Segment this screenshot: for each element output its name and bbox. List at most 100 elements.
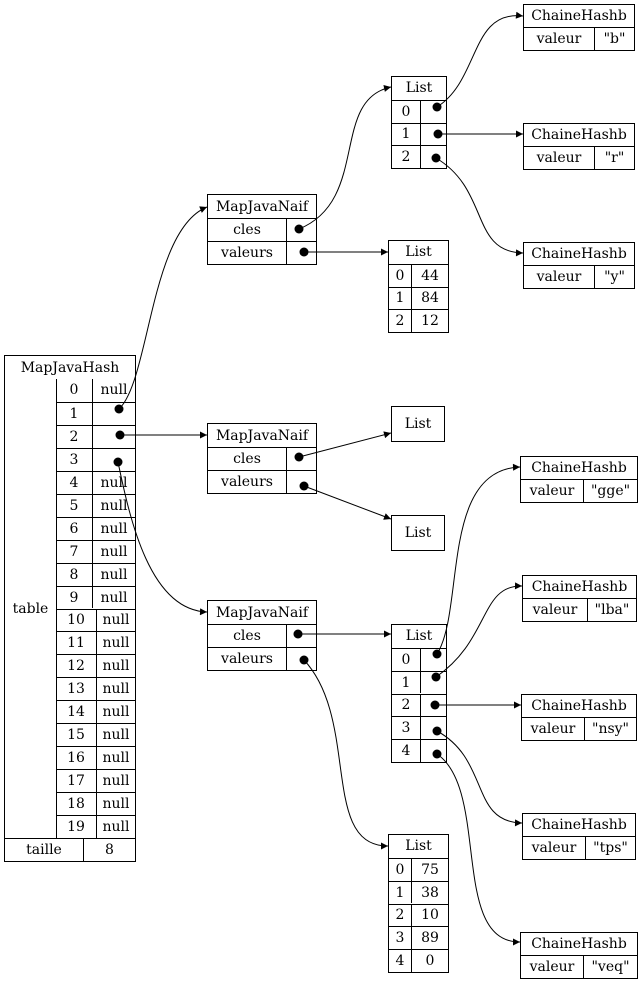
list-value: 10	[411, 904, 448, 927]
pointer-dot	[432, 649, 442, 659]
pointer-dot	[294, 224, 304, 234]
slot-index: 2	[69, 428, 79, 445]
list-pointer	[420, 146, 446, 168]
table-label: table	[12, 600, 49, 617]
pointer-dot	[432, 102, 442, 112]
cles-label: cles	[233, 451, 261, 467]
list-row: 1	[392, 122, 446, 146]
list-row: 2	[392, 693, 446, 717]
list-value: 44	[411, 264, 448, 287]
chaine-title: ChaineHashb	[531, 579, 628, 595]
slot-value: null	[96, 724, 135, 747]
slot-index: 19	[67, 819, 85, 836]
list-pointer	[420, 717, 446, 740]
hash-slot-row: 9 null	[56, 585, 135, 609]
list-pointer	[420, 671, 446, 694]
list-index: 2	[401, 149, 411, 166]
list-value: 12	[411, 310, 448, 332]
map-java-naif-2: MapJavaNaif cles valeurs	[207, 423, 317, 494]
list-index: 0	[401, 103, 411, 120]
ptr-k3-1	[435, 582, 523, 678]
pointer-dot	[294, 452, 304, 462]
taille-row: taille 8	[5, 838, 135, 861]
valeurs-pointer	[286, 471, 316, 493]
valeur-value: "veq"	[583, 956, 637, 978]
ptr-naif3-valeurs	[303, 659, 389, 850]
ptr-k3-3	[436, 730, 523, 827]
list-value: 0	[411, 950, 448, 972]
list-index: 3	[395, 930, 405, 947]
slot-value: null	[96, 678, 135, 701]
slot-value: null	[96, 816, 135, 838]
slot-value: null	[96, 793, 135, 816]
list-pointer	[420, 123, 446, 146]
pointer-dot	[299, 247, 309, 257]
cles-pointer	[286, 625, 316, 647]
list-index: 2	[401, 697, 411, 714]
slot-value	[92, 425, 135, 448]
slot-value: null	[92, 517, 135, 540]
slot-value: null	[92, 379, 135, 402]
slot-index: 12	[67, 658, 85, 675]
slot-value: null	[92, 494, 135, 517]
pointer-dot	[432, 749, 442, 759]
ptr-naif1-cles	[298, 85, 392, 230]
pointer-dot	[114, 404, 124, 414]
valeur-label: valeur	[536, 31, 582, 47]
list-row: 2	[392, 145, 446, 168]
map-java-hash-title: MapJavaHash	[20, 359, 120, 376]
slot-value: null	[92, 586, 135, 609]
pointer-dot	[113, 457, 123, 467]
valeur-value: "nsy"	[584, 718, 636, 740]
valeurs-row: valeurs	[208, 470, 316, 493]
list-row: 4	[392, 739, 446, 762]
naif-title: MapJavaNaif	[215, 604, 309, 621]
chaine-valeur-row: valeur"gge"	[521, 479, 637, 502]
list-pointer	[420, 740, 446, 762]
cles-row: cles	[208, 624, 316, 647]
slot-index: 6	[69, 520, 79, 537]
valeur-label: valeur	[532, 602, 578, 618]
ptr-slot3-to-naif3	[117, 461, 208, 616]
valeur-label: valeur	[536, 150, 582, 166]
cles-row: cles	[208, 447, 316, 470]
list-index: 4	[401, 743, 411, 760]
slot-index: 1	[69, 405, 79, 422]
valeurs-row: valeurs	[208, 241, 316, 264]
empty-list-keys: List	[391, 406, 445, 442]
chaine-valeur-row: valeur"r"	[524, 146, 634, 169]
slot-value: null	[96, 655, 135, 678]
slot-value: null	[92, 540, 135, 563]
valeur-label: valeur	[530, 721, 576, 737]
chaine-title: ChaineHashb	[531, 936, 627, 952]
slot-value	[92, 448, 135, 471]
list-pointer	[420, 100, 446, 123]
slot-index: 17	[67, 773, 85, 790]
list-value: 38	[411, 881, 448, 904]
chaine-valeur-row: valeur"tps"	[523, 836, 635, 859]
list-row: 3	[392, 716, 446, 740]
list-row: 0	[392, 99, 446, 123]
slot-index: 9	[69, 589, 79, 606]
slot-index: 14	[67, 704, 85, 721]
slot-index: 4	[69, 474, 79, 491]
slot-value: null	[92, 471, 135, 494]
